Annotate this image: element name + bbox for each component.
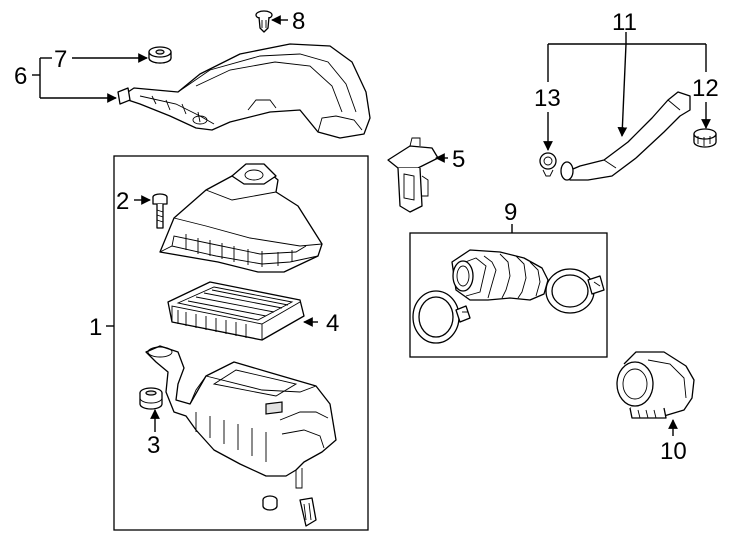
callout-5: 5: [452, 146, 465, 173]
intake-hose-kit-box: [409, 232, 608, 358]
intake-hose-part-9: [451, 249, 549, 301]
mass-airflow-sensor-part-5: [387, 137, 439, 213]
push-pin-part-8: [255, 10, 273, 33]
callout-11: 11: [612, 9, 637, 36]
callout-1: 1: [89, 314, 102, 341]
breather-tube-part-11: [560, 91, 691, 181]
leader-lines: [32, 15, 711, 436]
callout-3: 3: [147, 432, 160, 459]
callout-13: 13: [534, 85, 561, 112]
callout-4: 4: [326, 310, 339, 337]
hose-clamp-part-12: [693, 128, 717, 148]
hose-clamp-left: [412, 290, 471, 344]
hose-clamp-part-13: [539, 152, 557, 177]
callout-7: 7: [54, 46, 67, 73]
callout-2: 2: [116, 188, 129, 215]
callout-6: 6: [14, 63, 27, 90]
air-cleaner-assembly-box: [113, 155, 369, 531]
hose-clamp-right: [545, 268, 605, 314]
duct-adapter-part-10: [616, 351, 695, 419]
grommet-part-7: [148, 46, 172, 64]
intake-duct: [117, 43, 371, 139]
callout-9: 9: [504, 199, 517, 226]
air-filter-element: [167, 281, 305, 341]
air-cleaner-cover: [159, 163, 323, 273]
callout-10: 10: [660, 438, 687, 465]
mount-insulator-part-3: [139, 387, 163, 410]
callout-12: 12: [692, 75, 719, 102]
callout-8: 8: [292, 8, 305, 35]
bolt-part-2: [152, 193, 168, 229]
air-cleaner-lower-housing: [145, 345, 337, 527]
